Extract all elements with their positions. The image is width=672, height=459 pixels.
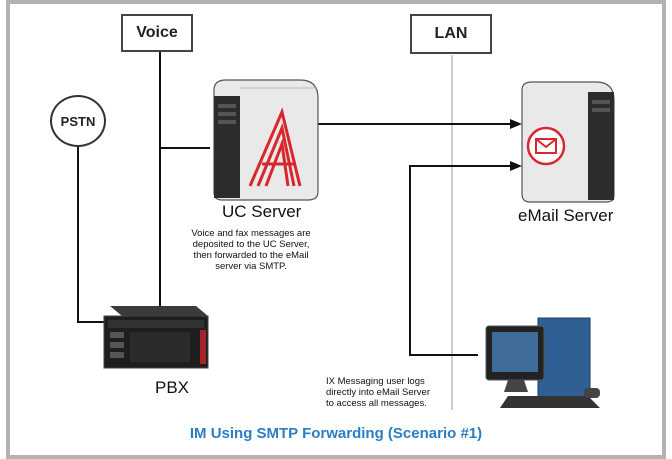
desktop-computer (485, 317, 600, 408)
lan-label: LAN (434, 25, 468, 42)
pstn-node: PSTN (50, 95, 106, 147)
pstn-label: PSTN (60, 113, 96, 129)
user-note: IX Messaging user logs directly into eMa… (326, 376, 456, 409)
lan-node: LAN (410, 14, 492, 54)
user-note-line: IX Messaging user logs (326, 376, 425, 387)
uc-server-label: UC Server (222, 202, 302, 221)
voice-node: Voice (121, 14, 193, 52)
pstn-pbx-link (77, 147, 108, 323)
avaya-logo-icon (248, 107, 302, 187)
diagram-caption: IM Using SMTP Forwarding (Scenario #1) (189, 425, 483, 442)
uc-note-line: Voice and fax messages are (191, 228, 311, 239)
uc-server-note: Voice and fax messages are deposited to … (176, 228, 326, 272)
envelope-icon (535, 138, 557, 154)
uc-note-line: then forwarded to the eMail (193, 250, 309, 261)
outer-frame (6, 0, 666, 459)
pbx-label: PBX (155, 378, 190, 397)
pbx-chassis (103, 306, 209, 369)
user-login-arrowhead (510, 161, 522, 171)
uc-note-line: deposited to the UC Server, (192, 239, 310, 250)
uc-note-line: server via SMTP. (215, 261, 287, 272)
user-note-line: directly into eMail Server (326, 387, 431, 398)
smtp-forward-arrowhead (510, 119, 522, 129)
voice-label: Voice (136, 24, 178, 41)
user-note-line: to access all messages. (326, 398, 427, 409)
uc-server-tower (213, 79, 319, 201)
email-server-tower (521, 81, 615, 203)
user-login-link (409, 165, 512, 356)
email-server-label: eMail Server (518, 206, 614, 225)
